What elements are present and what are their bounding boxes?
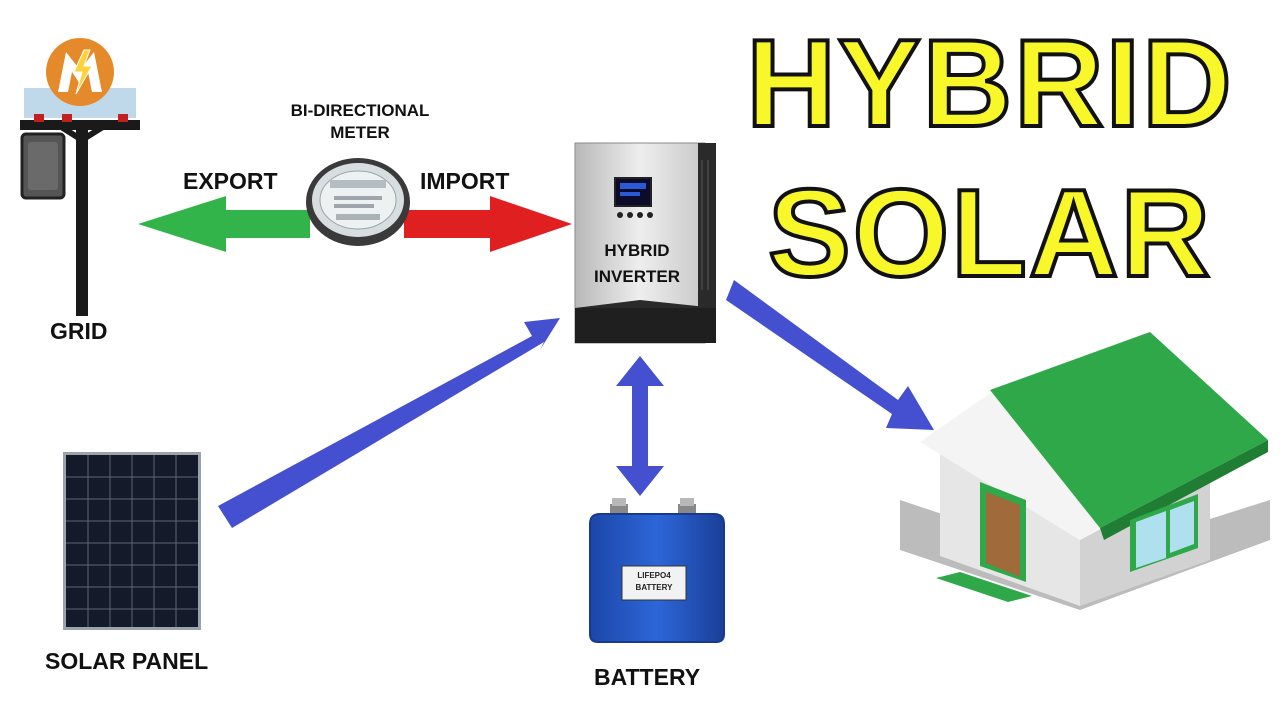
- title-line-2: SOLAR: [766, 165, 1212, 303]
- meter-icon: [306, 158, 410, 246]
- inverter-icon: [574, 142, 716, 344]
- house-icon: [900, 332, 1270, 610]
- utility-pole-icon: [20, 114, 140, 316]
- solar-panel-icon: [63, 452, 201, 630]
- import-arrow: [404, 196, 572, 252]
- title-line-1: HYBRID: [744, 15, 1234, 153]
- export-arrow: [138, 196, 310, 252]
- import-label: IMPORT: [420, 168, 510, 194]
- inverter-to-house-arrow: [726, 280, 934, 430]
- battery-sticker-text: LIFEPO4 BATTERY: [635, 571, 673, 592]
- battery-icon: [589, 498, 725, 643]
- battery-inverter-arrow: [616, 356, 664, 496]
- export-label: EXPORT: [183, 168, 278, 194]
- logo-icon: [24, 38, 136, 118]
- solar-panel-label: SOLAR PANEL: [45, 648, 209, 674]
- battery-label: BATTERY: [594, 664, 701, 690]
- meter-label: BI-DIRECTIONAL METER: [290, 101, 430, 142]
- grid-label: GRID: [50, 318, 108, 344]
- inverter-label: HYBRID INVERTER: [594, 241, 680, 286]
- solar-to-inverter-arrow: [218, 318, 560, 528]
